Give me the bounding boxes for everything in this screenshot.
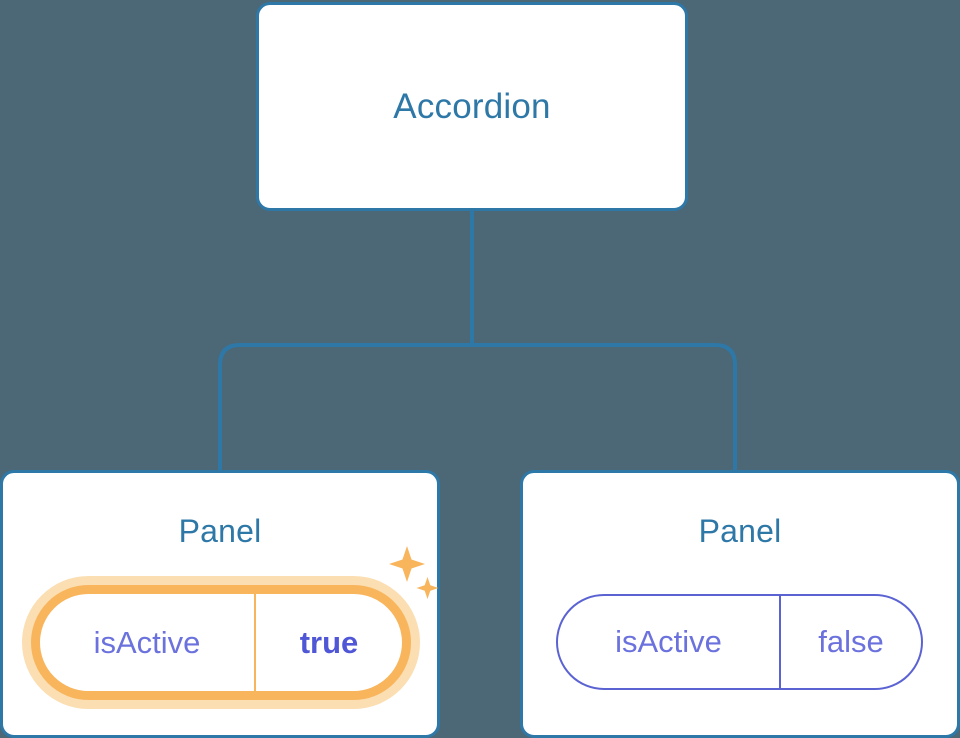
node-accordion-title: Accordion <box>393 87 551 126</box>
prop-pill-left-body[interactable]: isActive true <box>31 585 411 700</box>
node-accordion[interactable]: Accordion <box>256 2 688 211</box>
prop-pill-left[interactable]: isActive true <box>31 585 411 700</box>
prop-pill-left-key: isActive <box>40 594 256 691</box>
prop-pill-left-value: true <box>299 624 359 660</box>
prop-pill-right-body[interactable]: isActive false <box>556 594 923 690</box>
prop-pill-right[interactable]: isActive false <box>556 594 923 690</box>
node-panel-left-title: Panel <box>178 513 262 549</box>
prop-pill-right-value: false <box>818 624 884 659</box>
edge-branch-bus <box>218 343 737 470</box>
node-panel-right-title: Panel <box>698 513 782 549</box>
prop-pill-right-key: isActive <box>558 596 781 688</box>
